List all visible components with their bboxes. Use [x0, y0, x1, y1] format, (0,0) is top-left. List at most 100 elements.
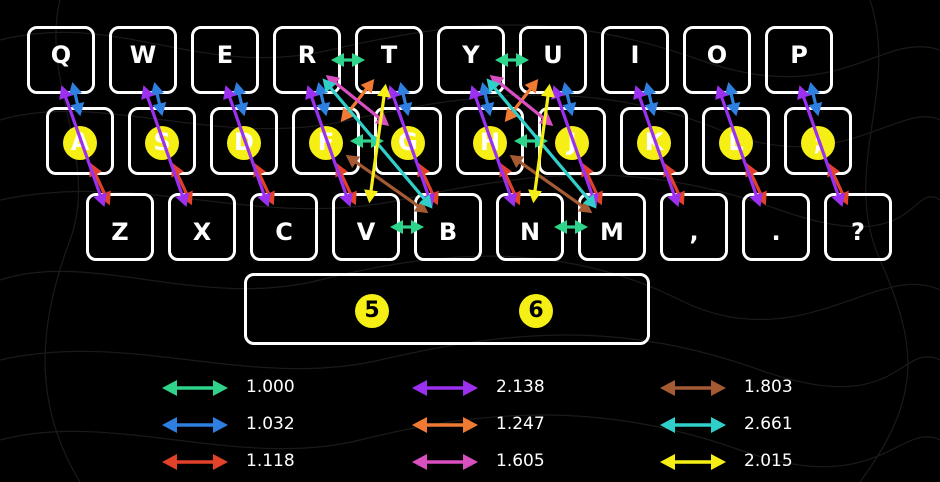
legend-arrow-shape [412, 380, 478, 396]
legend-arrow-icon [162, 380, 228, 396]
key-o: O [683, 26, 751, 94]
key-label: K [644, 128, 664, 156]
legend-value: 1.118 [246, 451, 295, 471]
legend-value: 1.032 [246, 414, 295, 434]
key-period: . [742, 193, 810, 261]
key-p: P [765, 26, 833, 94]
key-l: L [702, 107, 770, 175]
key-label: T [380, 41, 398, 69]
legend-value: 2.138 [496, 377, 545, 397]
legend-arrow-shape [660, 380, 726, 396]
legend-item-purple: 2.138 [410, 374, 610, 404]
key-x: X [168, 193, 236, 261]
key-label: F [317, 128, 335, 156]
legend-item-orange: 1.247 [410, 411, 610, 441]
legend-item-brown: 1.803 [658, 374, 858, 404]
legend-arrow-icon [412, 454, 478, 470]
key-j: J [538, 107, 606, 175]
legend-item-blue: 1.032 [160, 411, 360, 441]
key-label: P [790, 41, 808, 69]
legend-arrow-icon [660, 380, 726, 396]
key-label: W [129, 41, 157, 69]
key-label: I [630, 41, 640, 69]
key-label: S [153, 128, 171, 156]
key-e: E [191, 26, 259, 94]
legend-value: 2.015 [744, 451, 793, 471]
key-label: U [543, 41, 563, 69]
key-r: R [273, 26, 341, 94]
key-label: . [771, 218, 781, 246]
key-label: Y [462, 41, 480, 69]
key-question: ? [824, 193, 892, 261]
key-label: X [192, 218, 212, 246]
key-g: G [374, 107, 442, 175]
legend-value: 2.661 [744, 414, 793, 434]
key-h: H [456, 107, 524, 175]
key-label: D [234, 128, 254, 156]
key-label: C [275, 218, 293, 246]
key-label: Z [111, 218, 129, 246]
key-semicolon: ; [784, 107, 852, 175]
key-y: Y [437, 26, 505, 94]
legend-arrow-shape [412, 417, 478, 433]
key-label: G [398, 128, 418, 156]
key-label: M [600, 218, 624, 246]
key-v: V [332, 193, 400, 261]
legend-item-pink: 1.605 [410, 448, 610, 478]
key-label: J [567, 128, 577, 156]
key-n: N [496, 193, 564, 261]
key-label: O [706, 41, 728, 69]
key-label: E [216, 41, 234, 69]
key-label: V [356, 218, 376, 246]
key-label: Q [50, 41, 72, 69]
key-comma: , [660, 193, 728, 261]
legend-arrow-shape [660, 454, 726, 470]
key-label: , [689, 218, 699, 246]
legend-arrow-shape [162, 380, 228, 396]
key-label: ; [813, 128, 823, 156]
legend-arrow-shape [162, 417, 228, 433]
key-label: L [728, 128, 744, 156]
key-q: Q [27, 26, 95, 94]
legend-arrow-icon [412, 380, 478, 396]
legend-arrow-shape [412, 454, 478, 470]
key-d: D [210, 107, 278, 175]
legend-item-green: 1.000 [160, 374, 360, 404]
key-label: N [519, 218, 541, 246]
legend-value: 1.000 [246, 377, 295, 397]
legend-arrow-shape [162, 454, 228, 470]
legend-value: 1.803 [744, 377, 793, 397]
thumb-marker-6: 6 [519, 294, 553, 328]
legend-value: 1.605 [496, 451, 545, 471]
key-label: ? [851, 218, 865, 246]
legend-arrow-icon [412, 417, 478, 433]
key-u: U [519, 26, 587, 94]
key-m: M [578, 193, 646, 261]
key-i: I [601, 26, 669, 94]
legend-arrow-icon [660, 417, 726, 433]
key-t: T [355, 26, 423, 94]
key-label: H [479, 128, 501, 156]
key-z: Z [86, 193, 154, 261]
key-b: B [414, 193, 482, 261]
key-c: C [250, 193, 318, 261]
key-label: R [297, 41, 317, 69]
legend-arrow-icon [660, 454, 726, 470]
legend-item-cyan: 2.661 [658, 411, 858, 441]
legend-item-red: 1.118 [160, 448, 360, 478]
legend-arrow-shape [660, 417, 726, 433]
key-label: A [70, 128, 90, 156]
thumb-marker-5: 5 [355, 294, 389, 328]
key-k: K [620, 107, 688, 175]
legend-arrow-icon [162, 454, 228, 470]
legend-value: 1.247 [496, 414, 545, 434]
key-label: B [438, 218, 458, 246]
key-s: S [128, 107, 196, 175]
legend-item-yellow: 2.015 [658, 448, 858, 478]
key-w: W [109, 26, 177, 94]
key-a: A [46, 107, 114, 175]
key-f: F [292, 107, 360, 175]
legend-arrow-icon [162, 417, 228, 433]
